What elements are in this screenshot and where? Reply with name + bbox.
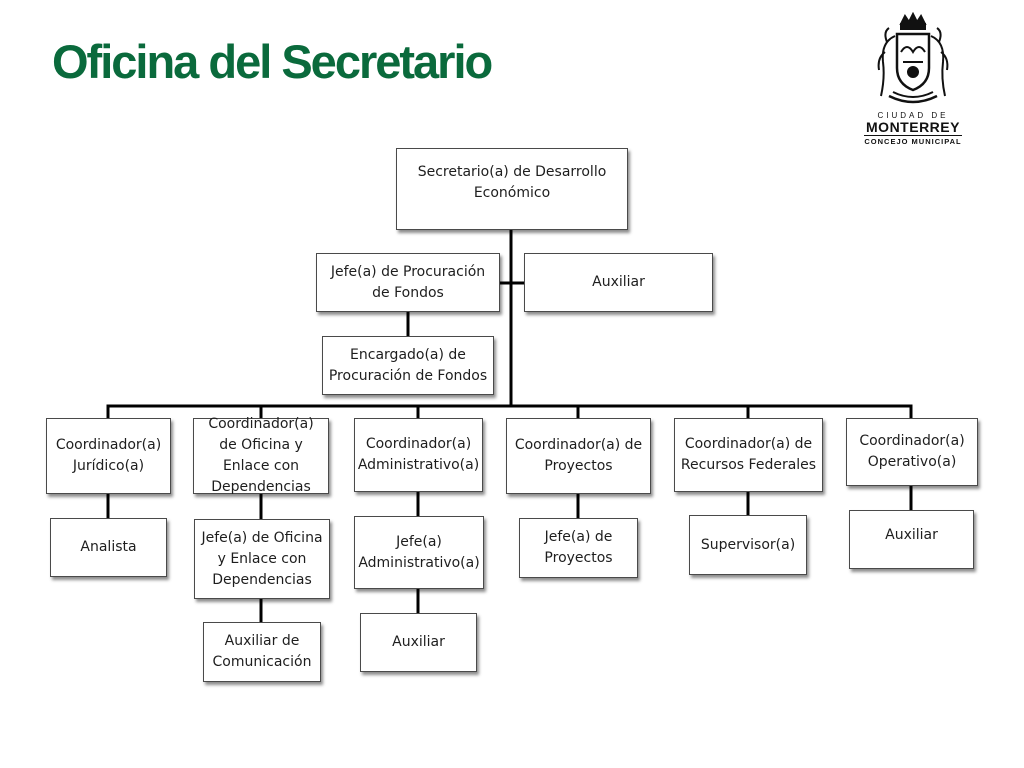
box-encargado: Encargado(a) de Procuración de Fondos (322, 336, 494, 395)
box-auxiliar-operativo: Auxiliar (849, 510, 974, 569)
logo-name: MONTERREY (866, 119, 960, 135)
box-coord-operativo: Coordinador(a) Operativo(a) (846, 418, 978, 486)
box-jefe-procuracion: Jefe(a) de Procuración de Fondos (316, 253, 500, 312)
box-jefe-proyectos: Jefe(a) de Proyectos (519, 518, 638, 578)
logo-city-label: CIUDAD DE (877, 111, 949, 120)
box-jefe-admin: Jefe(a) Administrativo(a) (354, 516, 484, 589)
box-secretario: Secretario(a) de Desarrollo Económico (396, 148, 628, 230)
box-supervisor: Supervisor(a) (689, 515, 807, 575)
logo-council-label: CONCEJO MUNICIPAL (864, 137, 962, 146)
monterrey-logo: CIUDAD DE MONTERREY CONCEJO MUNICIPAL (858, 12, 968, 146)
box-jefe-oficina: Jefe(a) de Oficina y Enlace con Dependen… (194, 519, 330, 599)
box-auxiliar-admin: Auxiliar (360, 613, 477, 672)
box-auxiliar-top: Auxiliar (524, 253, 713, 312)
logo-divider (864, 135, 962, 136)
box-coord-recursos: Coordinador(a) de Recursos Federales (674, 418, 823, 492)
box-analista: Analista (50, 518, 167, 577)
box-auxiliar-comunicacion: Auxiliar de Comunicación (203, 622, 321, 682)
box-coord-proyectos: Coordinador(a) de Proyectos (506, 418, 651, 494)
coat-of-arms-icon (877, 12, 949, 104)
page-title: Oficina del Secretario (52, 35, 493, 88)
box-coord-oficina: Coordinador(a) de Oficina y Enlace con D… (193, 416, 329, 495)
box-coord-admin: Coordinador(a) Administrativo(a) (354, 418, 483, 492)
box-coord-juridico: Coordinador(a) Jurídico(a) (46, 418, 171, 494)
